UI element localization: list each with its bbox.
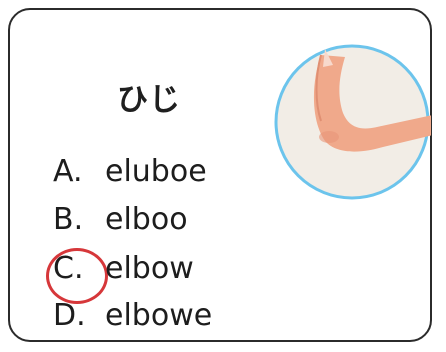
choice-a[interactable]: A. eluboe xyxy=(53,157,207,187)
choice-letter: A. xyxy=(53,154,83,189)
choice-letter: D. xyxy=(53,298,86,333)
elbow-illustration-icon xyxy=(274,44,431,200)
choice-text: eluboe xyxy=(105,154,207,189)
choice-c[interactable]: C. elbow xyxy=(53,254,194,284)
choice-letter: C. xyxy=(53,251,84,286)
quiz-card: ひじ xyxy=(8,8,432,342)
choice-text: elboo xyxy=(105,202,188,237)
choice-letter: B. xyxy=(53,202,84,237)
choice-text: elbowe xyxy=(105,298,213,333)
choice-text: elbow xyxy=(105,251,194,286)
choice-d[interactable]: D. elbowe xyxy=(53,301,212,331)
question-word: ひじ xyxy=(117,82,181,118)
answer-mark-circle xyxy=(46,248,108,304)
choice-b[interactable]: B. elboo xyxy=(53,205,188,235)
